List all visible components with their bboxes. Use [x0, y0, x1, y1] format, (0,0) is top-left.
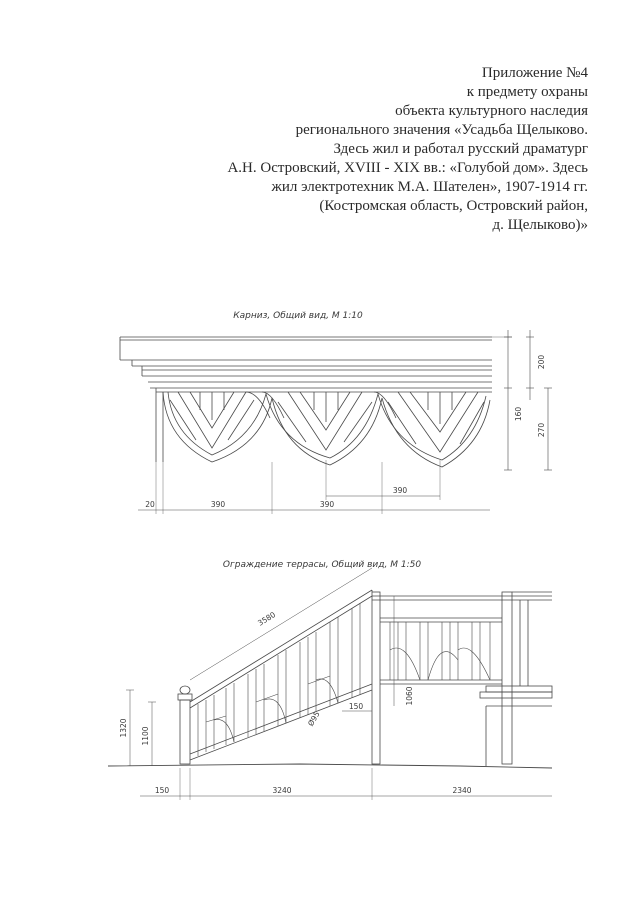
heading-line: Приложение №4 [481, 65, 588, 81]
dim-base-mid: 3240 [272, 786, 291, 795]
heading-line: регионального значения «Усадьба Щелыково… [295, 122, 588, 138]
heading-line: к предмету охраны [466, 84, 588, 100]
dim-diagonal: Ø95 [306, 710, 322, 728]
heading-line: Здесь жил и работал русский драматург [333, 141, 588, 157]
dim-base-left: 150 [155, 786, 170, 795]
heading-line: (Костромская область, Островский район, [319, 198, 588, 214]
heading-line: д. Щелыково)» [492, 217, 589, 233]
dim-module-2: 390 [320, 500, 335, 509]
dim-offset-left: 20 [145, 500, 155, 509]
dim-small-offset: 150 [349, 702, 364, 711]
dim-post-height: 1320 [119, 718, 128, 737]
stair-balusters [197, 603, 361, 756]
railing-title: Ограждение террасы, Общий вид, М 1:50 [223, 560, 421, 570]
railing-drawing: Ограждение террасы, Общий вид, М 1:50 [107, 560, 553, 800]
dim-module-3: 390 [393, 486, 408, 495]
dim-terrace-rail-height: 1060 [405, 686, 414, 705]
cornice-module [373, 391, 485, 453]
cornice-title: Карниз, Общий вид, М 1:10 [233, 311, 363, 321]
dim-slope-length: 3580 [256, 610, 277, 628]
cornice-module [261, 391, 373, 451]
dim-module-1: 390 [211, 500, 226, 509]
dim-height-frieze: 160 [514, 407, 523, 422]
heading-line: объекта культурного наследия [395, 103, 588, 119]
heading-line: жил электротехник М.А. Шателен», 1907-19… [271, 179, 589, 195]
dim-rail-height: 1100 [141, 726, 150, 745]
cornice-module [169, 391, 271, 449]
appendix-heading: Приложение №4 к предмету охраны объекта … [118, 64, 588, 235]
dim-height-total: 200 [537, 355, 546, 370]
dim-height-right: 270 [537, 423, 546, 438]
heading-line: А.Н. Островский, XVIII - XIX вв.: «Голуб… [227, 160, 588, 176]
dim-base-right: 2340 [452, 786, 471, 795]
cornice-drawing: Карниз, Общий вид, М 1:10 [119, 311, 552, 514]
terrace-balusters [389, 622, 491, 681]
